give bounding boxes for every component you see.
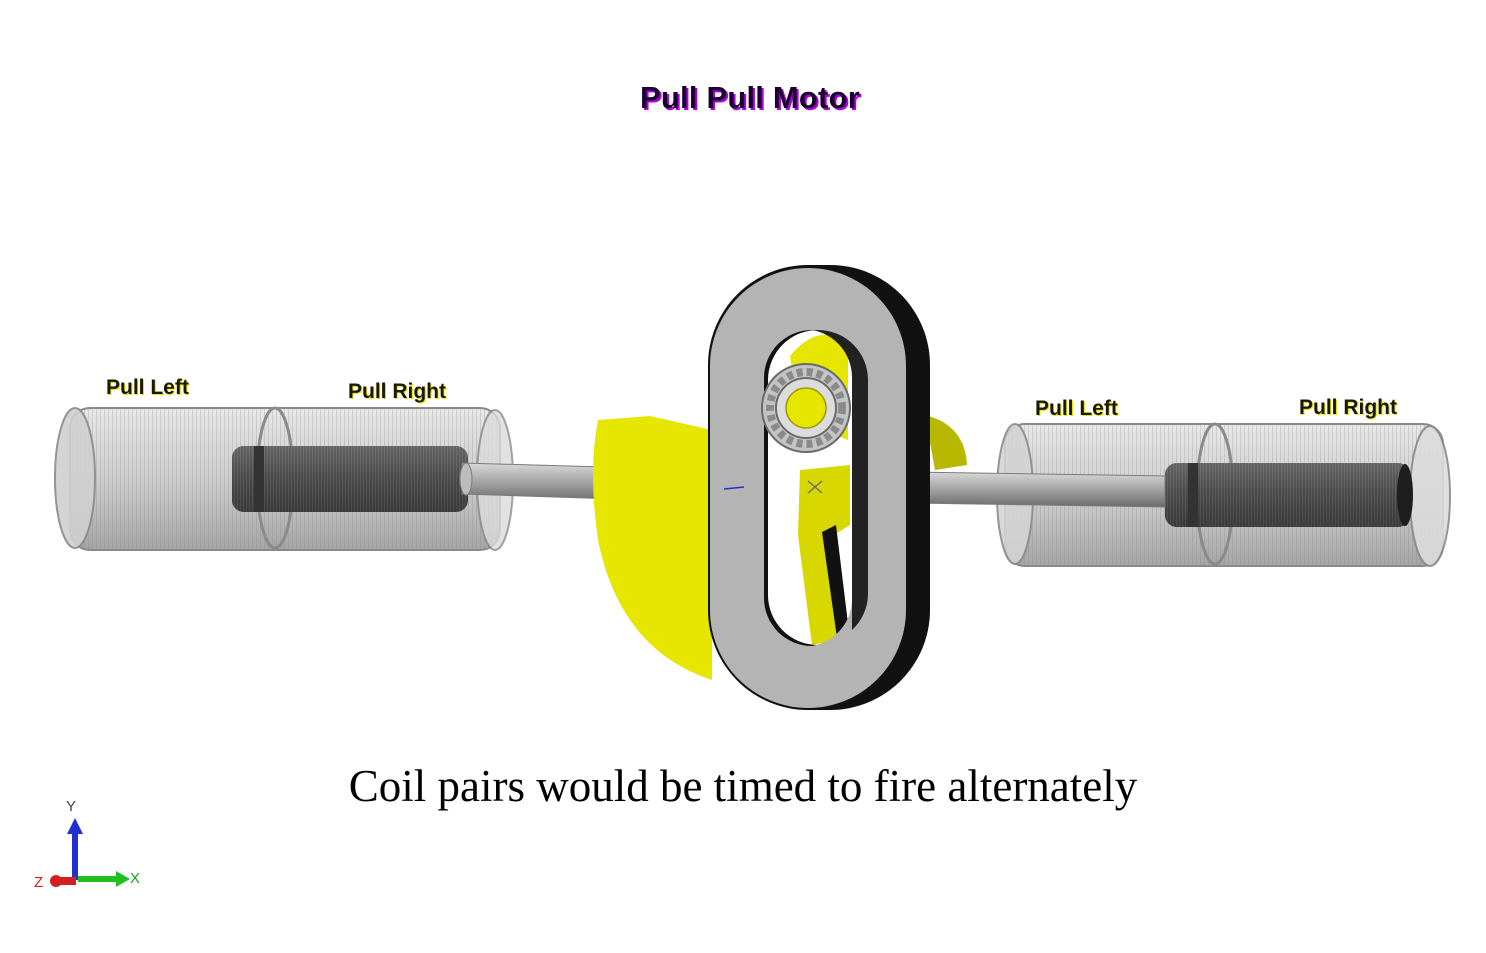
right-coil-end-cap <box>1409 425 1451 567</box>
right-rod <box>909 471 1166 508</box>
axis-label-y: Y <box>66 798 77 815</box>
label-right-pull-left: Pull Left <box>1035 397 1118 420</box>
diagram-title: Pull Pull Motor <box>640 80 860 115</box>
oval-yoke <box>708 265 930 710</box>
bearing <box>761 363 851 453</box>
axis-triad <box>50 818 130 887</box>
left-coil-end-cap <box>54 407 96 549</box>
label-left-pull-left: Pull Left <box>106 376 189 399</box>
diagram-caption: Coil pairs would be timed to fire altern… <box>348 761 1138 811</box>
axis-label-x: X <box>130 870 141 887</box>
crank-pin <box>785 387 827 429</box>
y-axis-arrow <box>72 832 78 880</box>
right-coil-assembly <box>996 422 1451 567</box>
axis-label-z: Z <box>34 874 44 891</box>
x-axis-arrow <box>78 876 118 882</box>
label-left-pull-right: Pull Right <box>348 380 446 403</box>
left-coil-assembly <box>54 406 514 551</box>
label-right-pull-right: Pull Right <box>1299 396 1397 419</box>
